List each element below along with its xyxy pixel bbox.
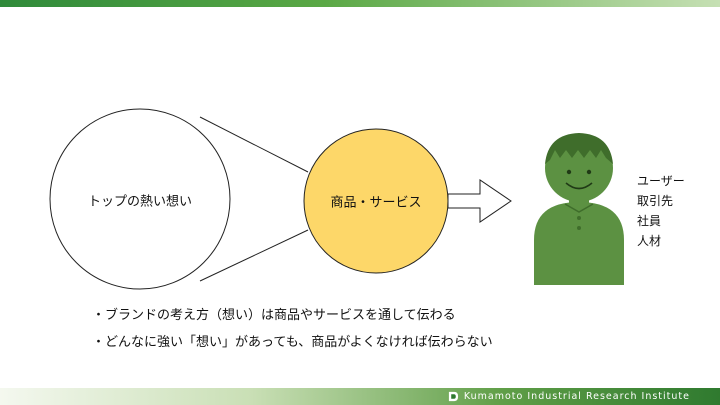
funnel-line-bottom	[199, 229, 309, 282]
person-button-1	[577, 216, 581, 220]
person-body	[534, 202, 624, 285]
person-hair	[545, 133, 613, 164]
thoughts-label: トップの熱い想い	[87, 194, 193, 210]
footer-brand: Kumamoto Industrial Research Institute	[448, 388, 690, 405]
audience-item-employees: 社員	[637, 214, 662, 228]
funnel-line-top	[199, 116, 309, 173]
thoughts-circle	[49, 108, 231, 290]
audience-list: ユーザー 取引先 社員 人材	[637, 173, 685, 249]
arrow-icon	[447, 179, 512, 223]
bullet-list: ・ブランドの考え方（想い）は商品やサービスを通して伝わる ・どんなに強い「想い」…	[92, 307, 493, 351]
brand-logo-icon	[448, 391, 458, 402]
person-smile	[565, 182, 593, 190]
audience-item-partners: 取引先	[637, 194, 674, 208]
person-eye-left	[566, 169, 572, 175]
bullet-item: ・ブランドの考え方（想い）は商品やサービスを通して伝わる	[92, 308, 456, 323]
bullet-item: ・どんなに強い「想い」があっても、商品がよくなければ伝わらない	[92, 335, 493, 350]
person-icon	[534, 133, 624, 285]
product-label: 商品・サービス	[330, 195, 422, 211]
person-eye-right	[586, 169, 592, 175]
bottom-accent-bar	[0, 388, 720, 405]
top-accent-bar	[0, 0, 720, 7]
audience-item-talent: 人材	[637, 234, 662, 248]
audience-item-users: ユーザー	[637, 174, 685, 188]
footer-brand-text: Kumamoto Industrial Research Institute	[463, 391, 690, 402]
person-collar	[564, 203, 594, 213]
person-button-2	[577, 226, 581, 230]
